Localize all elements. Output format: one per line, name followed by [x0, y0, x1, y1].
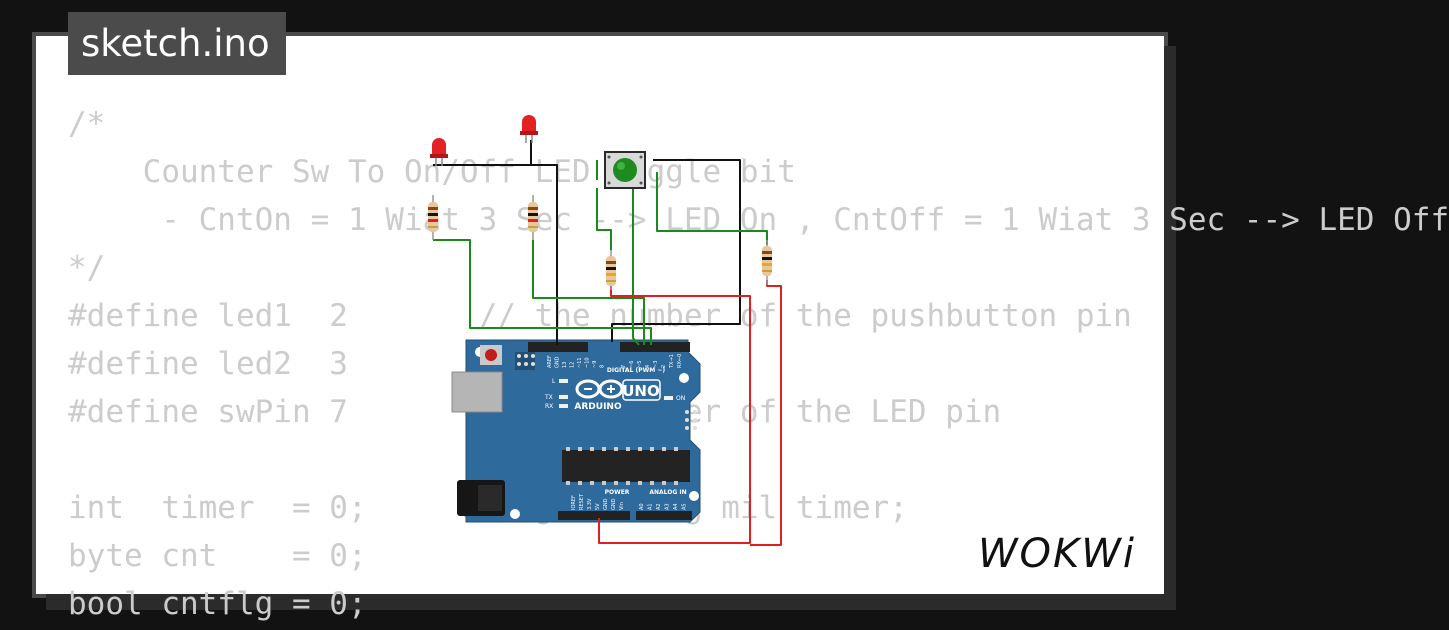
pin-label: RESET — [579, 493, 585, 510]
wire-green-button-resistor[interactable] — [656, 172, 768, 245]
pin-label: GND — [611, 498, 617, 510]
pin-label: A3 — [665, 503, 671, 510]
usb-port — [451, 371, 503, 413]
pin-label: ~9 — [592, 361, 598, 368]
pin-label: 5V — [595, 503, 601, 510]
pin-label: GND — [555, 356, 561, 368]
code-line: #define led2 3 — [68, 346, 348, 382]
led-2[interactable] — [520, 115, 538, 143]
preview-card: /* Counter Sw To On/Off LED Toggle bit -… — [36, 36, 1449, 622]
pin-label: A1 — [648, 503, 654, 510]
pin-label: ~6 — [629, 361, 635, 368]
pin-label: ~5 — [637, 361, 643, 368]
card-shadow-right — [1164, 46, 1176, 610]
digital-header-right — [620, 342, 690, 352]
icsp-header — [515, 352, 535, 370]
file-name-tab: sketch.ino — [68, 12, 286, 75]
led-l-label: L — [552, 378, 556, 385]
pin-label: Vin — [619, 502, 625, 510]
analog-header — [636, 511, 692, 520]
pushbutton[interactable] — [604, 151, 646, 189]
led-1[interactable] — [430, 138, 448, 166]
resistor-2[interactable] — [528, 195, 538, 240]
wire-green-button-pin7[interactable] — [632, 180, 640, 346]
arduino-logo-icon — [575, 379, 624, 399]
pin-label: A5 — [682, 503, 688, 510]
icsp-header-right — [685, 410, 697, 430]
pin-label: GND — [603, 498, 609, 510]
pin-label: ~11 — [577, 357, 583, 368]
wires — [433, 140, 782, 546]
wire-black-led1-gnd[interactable] — [433, 164, 558, 345]
digital-header-left — [528, 342, 588, 352]
pin-label: RX←0 — [677, 354, 683, 368]
power-header — [558, 511, 630, 520]
code-line: byte cnt = 0; — [68, 538, 367, 574]
pin-label: 7 — [621, 365, 627, 368]
pin-label: A4 — [673, 503, 679, 510]
pin-label: 2 — [661, 365, 667, 368]
wire-black-button-gnd[interactable] — [611, 159, 741, 342]
pin-label: 4 — [645, 365, 651, 368]
code-line: Counter Sw To On/Off LED Toggle bit — [68, 154, 796, 190]
led-rx-label: RX — [545, 403, 553, 410]
wire-green-led2-pin3[interactable] — [532, 240, 645, 345]
code-line: /* — [68, 106, 106, 142]
board-model: UNO — [622, 382, 660, 400]
led-on-label: ON — [676, 395, 685, 402]
wire-red-resistor[interactable] — [750, 280, 782, 546]
pin-label: ~3 — [653, 361, 659, 368]
led-tx-label: TX — [544, 394, 553, 401]
pin-label: AREF — [547, 355, 553, 368]
resistor-1[interactable] — [428, 195, 438, 240]
pin-label: 12 — [570, 362, 576, 368]
code-background: /* Counter Sw To On/Off LED Toggle bit -… — [68, 100, 1449, 622]
pin-label: 3.3V — [587, 498, 593, 510]
pin-label: 13 — [562, 362, 568, 368]
pin-label: A2 — [656, 503, 662, 510]
wokwi-logo-text: WOKWi — [978, 531, 1136, 577]
digital-header-label: DIGITAL (PWM ~) — [607, 367, 665, 374]
resistor-3[interactable] — [606, 250, 616, 290]
wire-green-resistor-button[interactable] — [596, 188, 612, 250]
circuit-diagram: UNO ARDUINO DIGITAL (PWM ~) POWER ANALOG… — [428, 115, 782, 546]
pin-label: 8 — [600, 365, 606, 368]
code-line: #define led1 2 // the number of the push… — [68, 298, 1132, 334]
code-line: */ — [68, 250, 106, 286]
code-line: bool cntflg = 0; — [68, 586, 367, 622]
pin-label: TX→1 — [669, 354, 675, 369]
code-line: - CntOn = 1 Wiat 3 Sec --> LED On , CntO… — [68, 202, 1449, 238]
resistor-4[interactable] — [762, 240, 772, 285]
pin-label: IOREF — [571, 495, 577, 510]
code-line: #define swPin 7 // the number of the LED… — [68, 394, 1002, 430]
pin-label: ~10 — [585, 357, 591, 368]
arduino-uno-board[interactable]: UNO ARDUINO DIGITAL (PWM ~) POWER ANALOG… — [451, 339, 701, 523]
power-header-label: POWER — [605, 489, 630, 496]
board-brand: ARDUINO — [574, 402, 622, 412]
wokwi-logo: WOKWi — [978, 531, 1136, 577]
analog-header-label: ANALOG IN — [649, 489, 686, 496]
wire-red-5v[interactable] — [598, 285, 751, 544]
card-shadow-bottom — [46, 594, 1176, 610]
wire-green-led1-pin2[interactable] — [433, 239, 652, 345]
pin-label: A0 — [639, 503, 645, 510]
atmega-chip — [562, 450, 690, 482]
